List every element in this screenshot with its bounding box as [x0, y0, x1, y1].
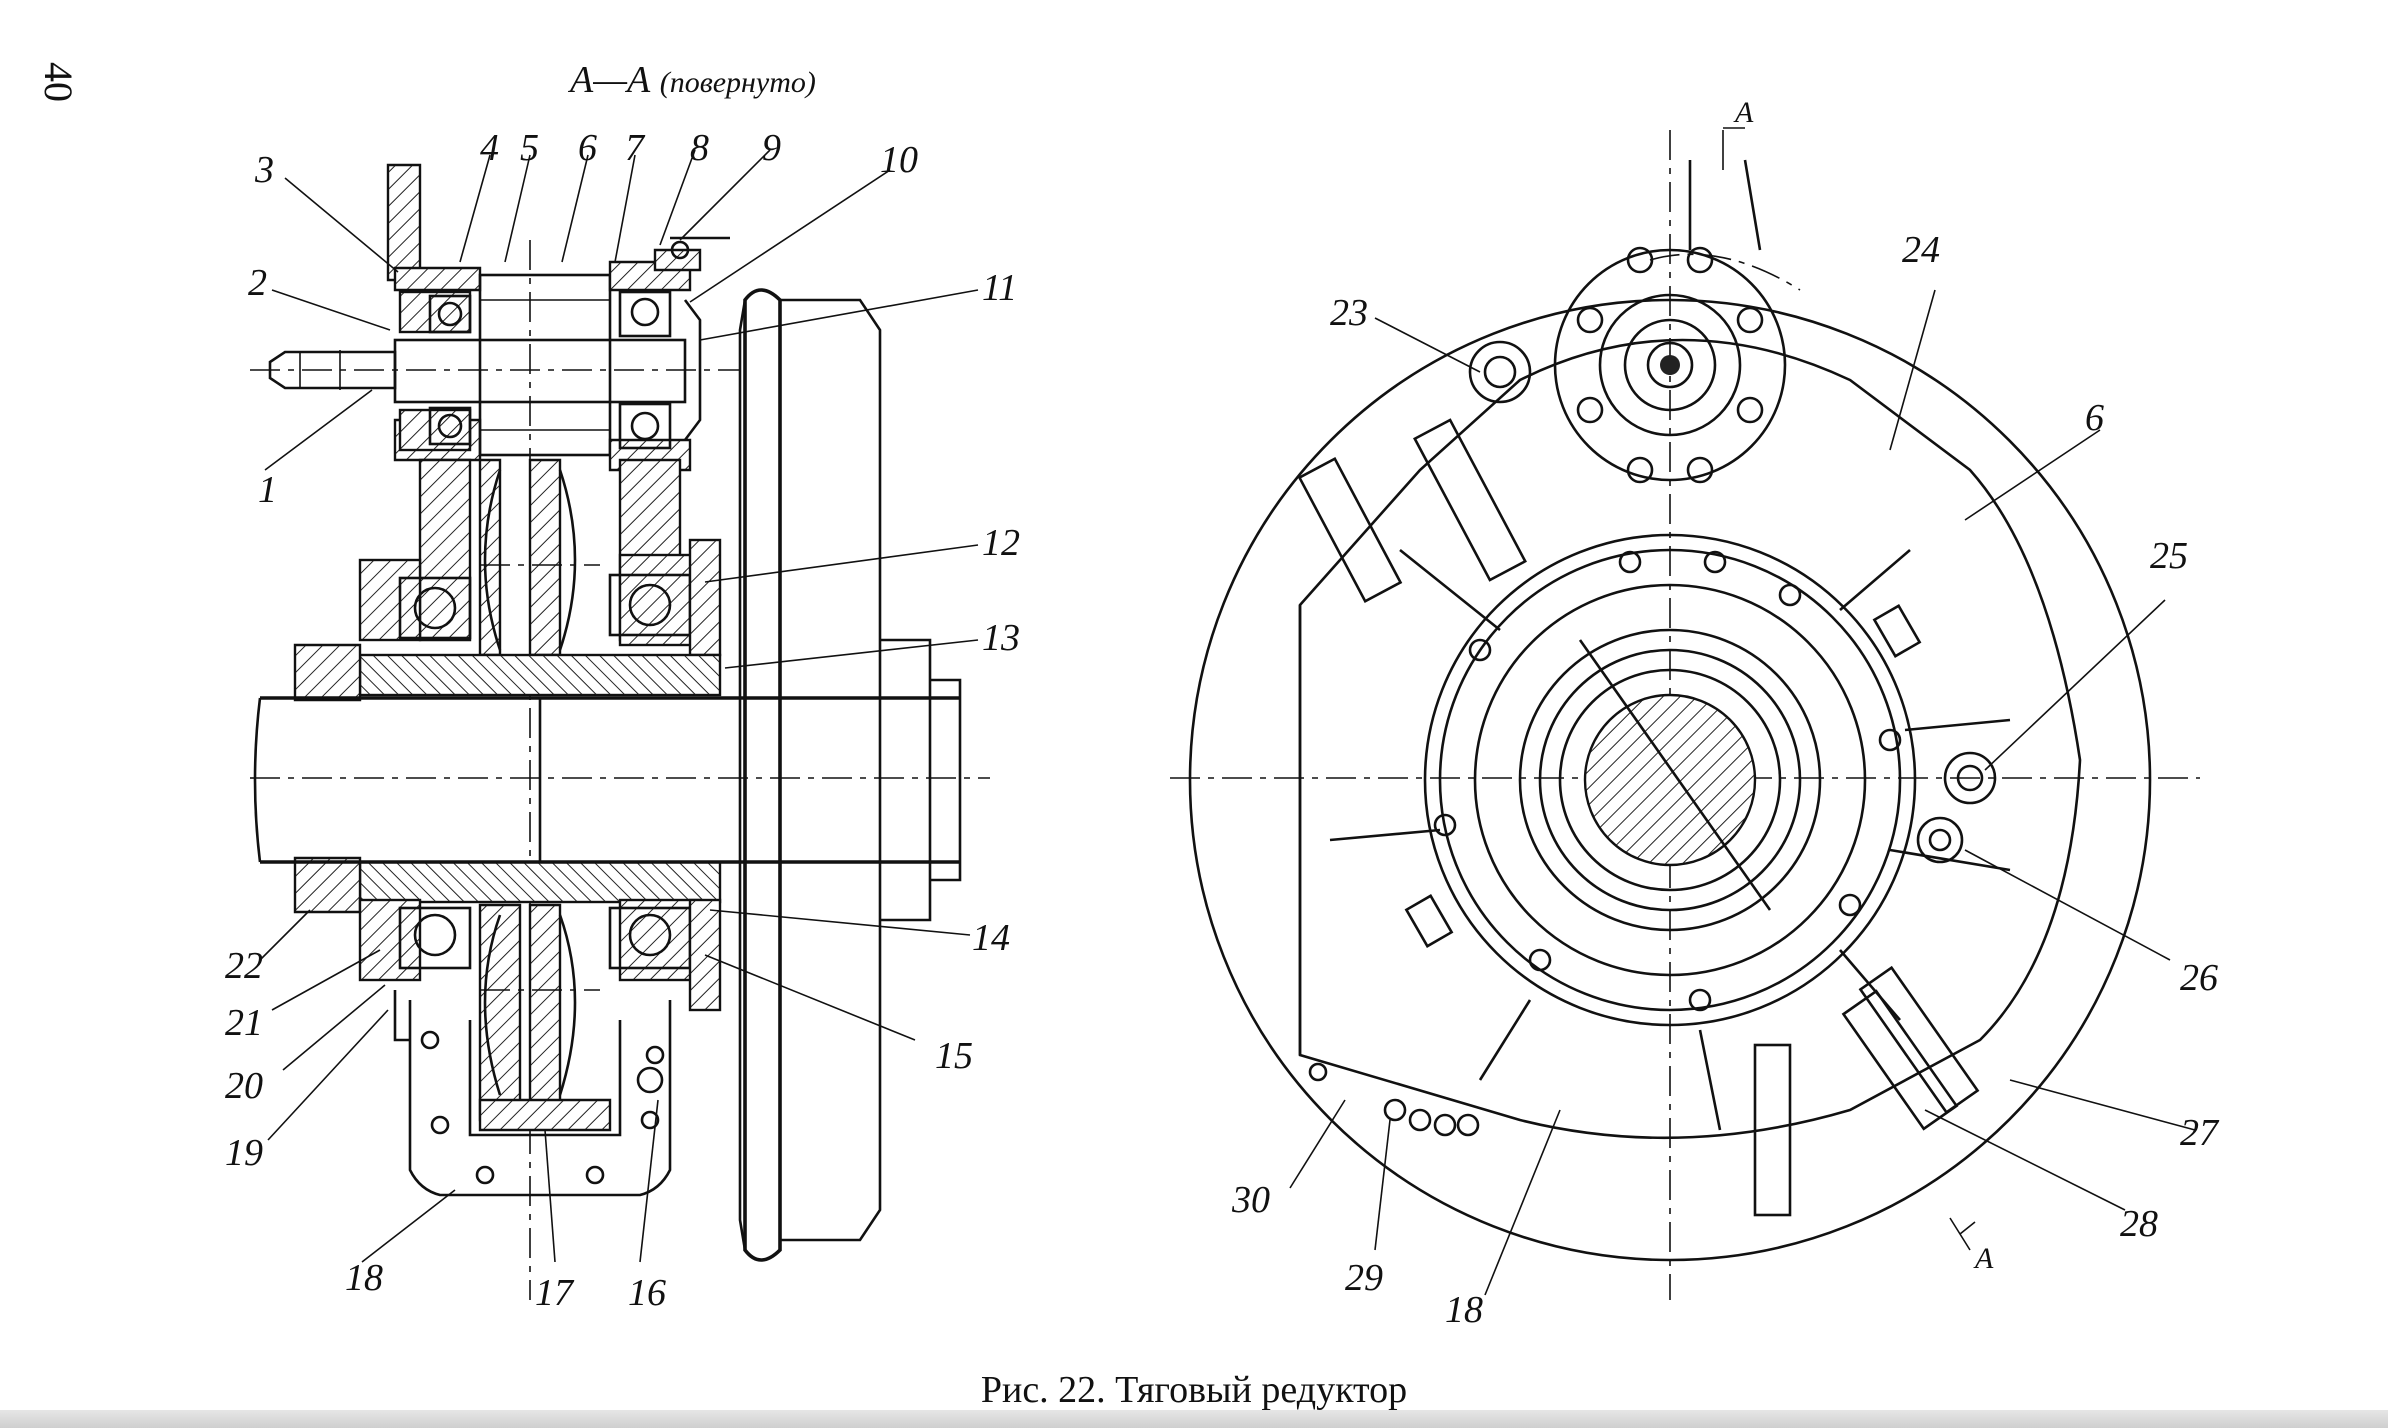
callout-14: 14 [972, 917, 1010, 959]
callout-1: 1 [258, 469, 277, 511]
callout-10: 10 [880, 139, 918, 181]
callout-21: 21 [225, 1002, 263, 1044]
callout-2: 2 [248, 262, 267, 304]
callout-15: 15 [935, 1035, 973, 1077]
callout-30: 30 [1231, 1179, 1270, 1221]
callout-22: 22 [225, 945, 263, 987]
callout-9: 9 [762, 127, 781, 169]
callout-20: 20 [225, 1065, 263, 1107]
callout-25: 25 [2150, 535, 2188, 577]
callout-4: 4 [480, 127, 499, 169]
scan-edge [0, 1410, 2388, 1428]
callout-17: 17 [535, 1272, 575, 1314]
callout-16: 16 [628, 1272, 666, 1314]
callout-27: 27 [2180, 1112, 2220, 1154]
callout-11: 11 [982, 267, 1017, 309]
callout-7: 7 [625, 127, 646, 169]
callout-28: 28 [2120, 1203, 2158, 1245]
front-view [1170, 127, 2200, 1300]
callout-8: 8 [690, 127, 709, 169]
callout-13: 13 [982, 617, 1020, 659]
section-mark-bottom: А [1973, 1242, 1994, 1275]
callout-12: 12 [982, 522, 1020, 564]
callout-18: 18 [345, 1257, 383, 1299]
section-view [250, 163, 990, 1300]
section-mark-top: А [1733, 96, 1754, 129]
section-title-sub: (повернуто) [659, 66, 816, 99]
figure-caption: Рис. 22. Тяговый редуктор [980, 1369, 1408, 1411]
section-title-main: А—А [570, 59, 651, 101]
callout-5: 5 [520, 127, 539, 169]
callout-19: 19 [225, 1132, 263, 1174]
leader-lines [259, 149, 2196, 1296]
callout-6: 6 [578, 127, 597, 169]
section-title: А—А (повернуто) [570, 58, 816, 102]
callout-18-front: 18 [1445, 1289, 1483, 1331]
callout-26: 26 [2180, 957, 2218, 999]
callout-6-front: 6 [2085, 397, 2104, 439]
callout-23: 23 [1330, 292, 1368, 334]
callout-3: 3 [254, 149, 274, 191]
callout-labels: 1 2 3 4 5 6 7 8 9 10 11 12 13 14 15 16 1… [225, 96, 2220, 1331]
callout-29: 29 [1345, 1257, 1383, 1299]
callout-24: 24 [1902, 229, 1940, 271]
